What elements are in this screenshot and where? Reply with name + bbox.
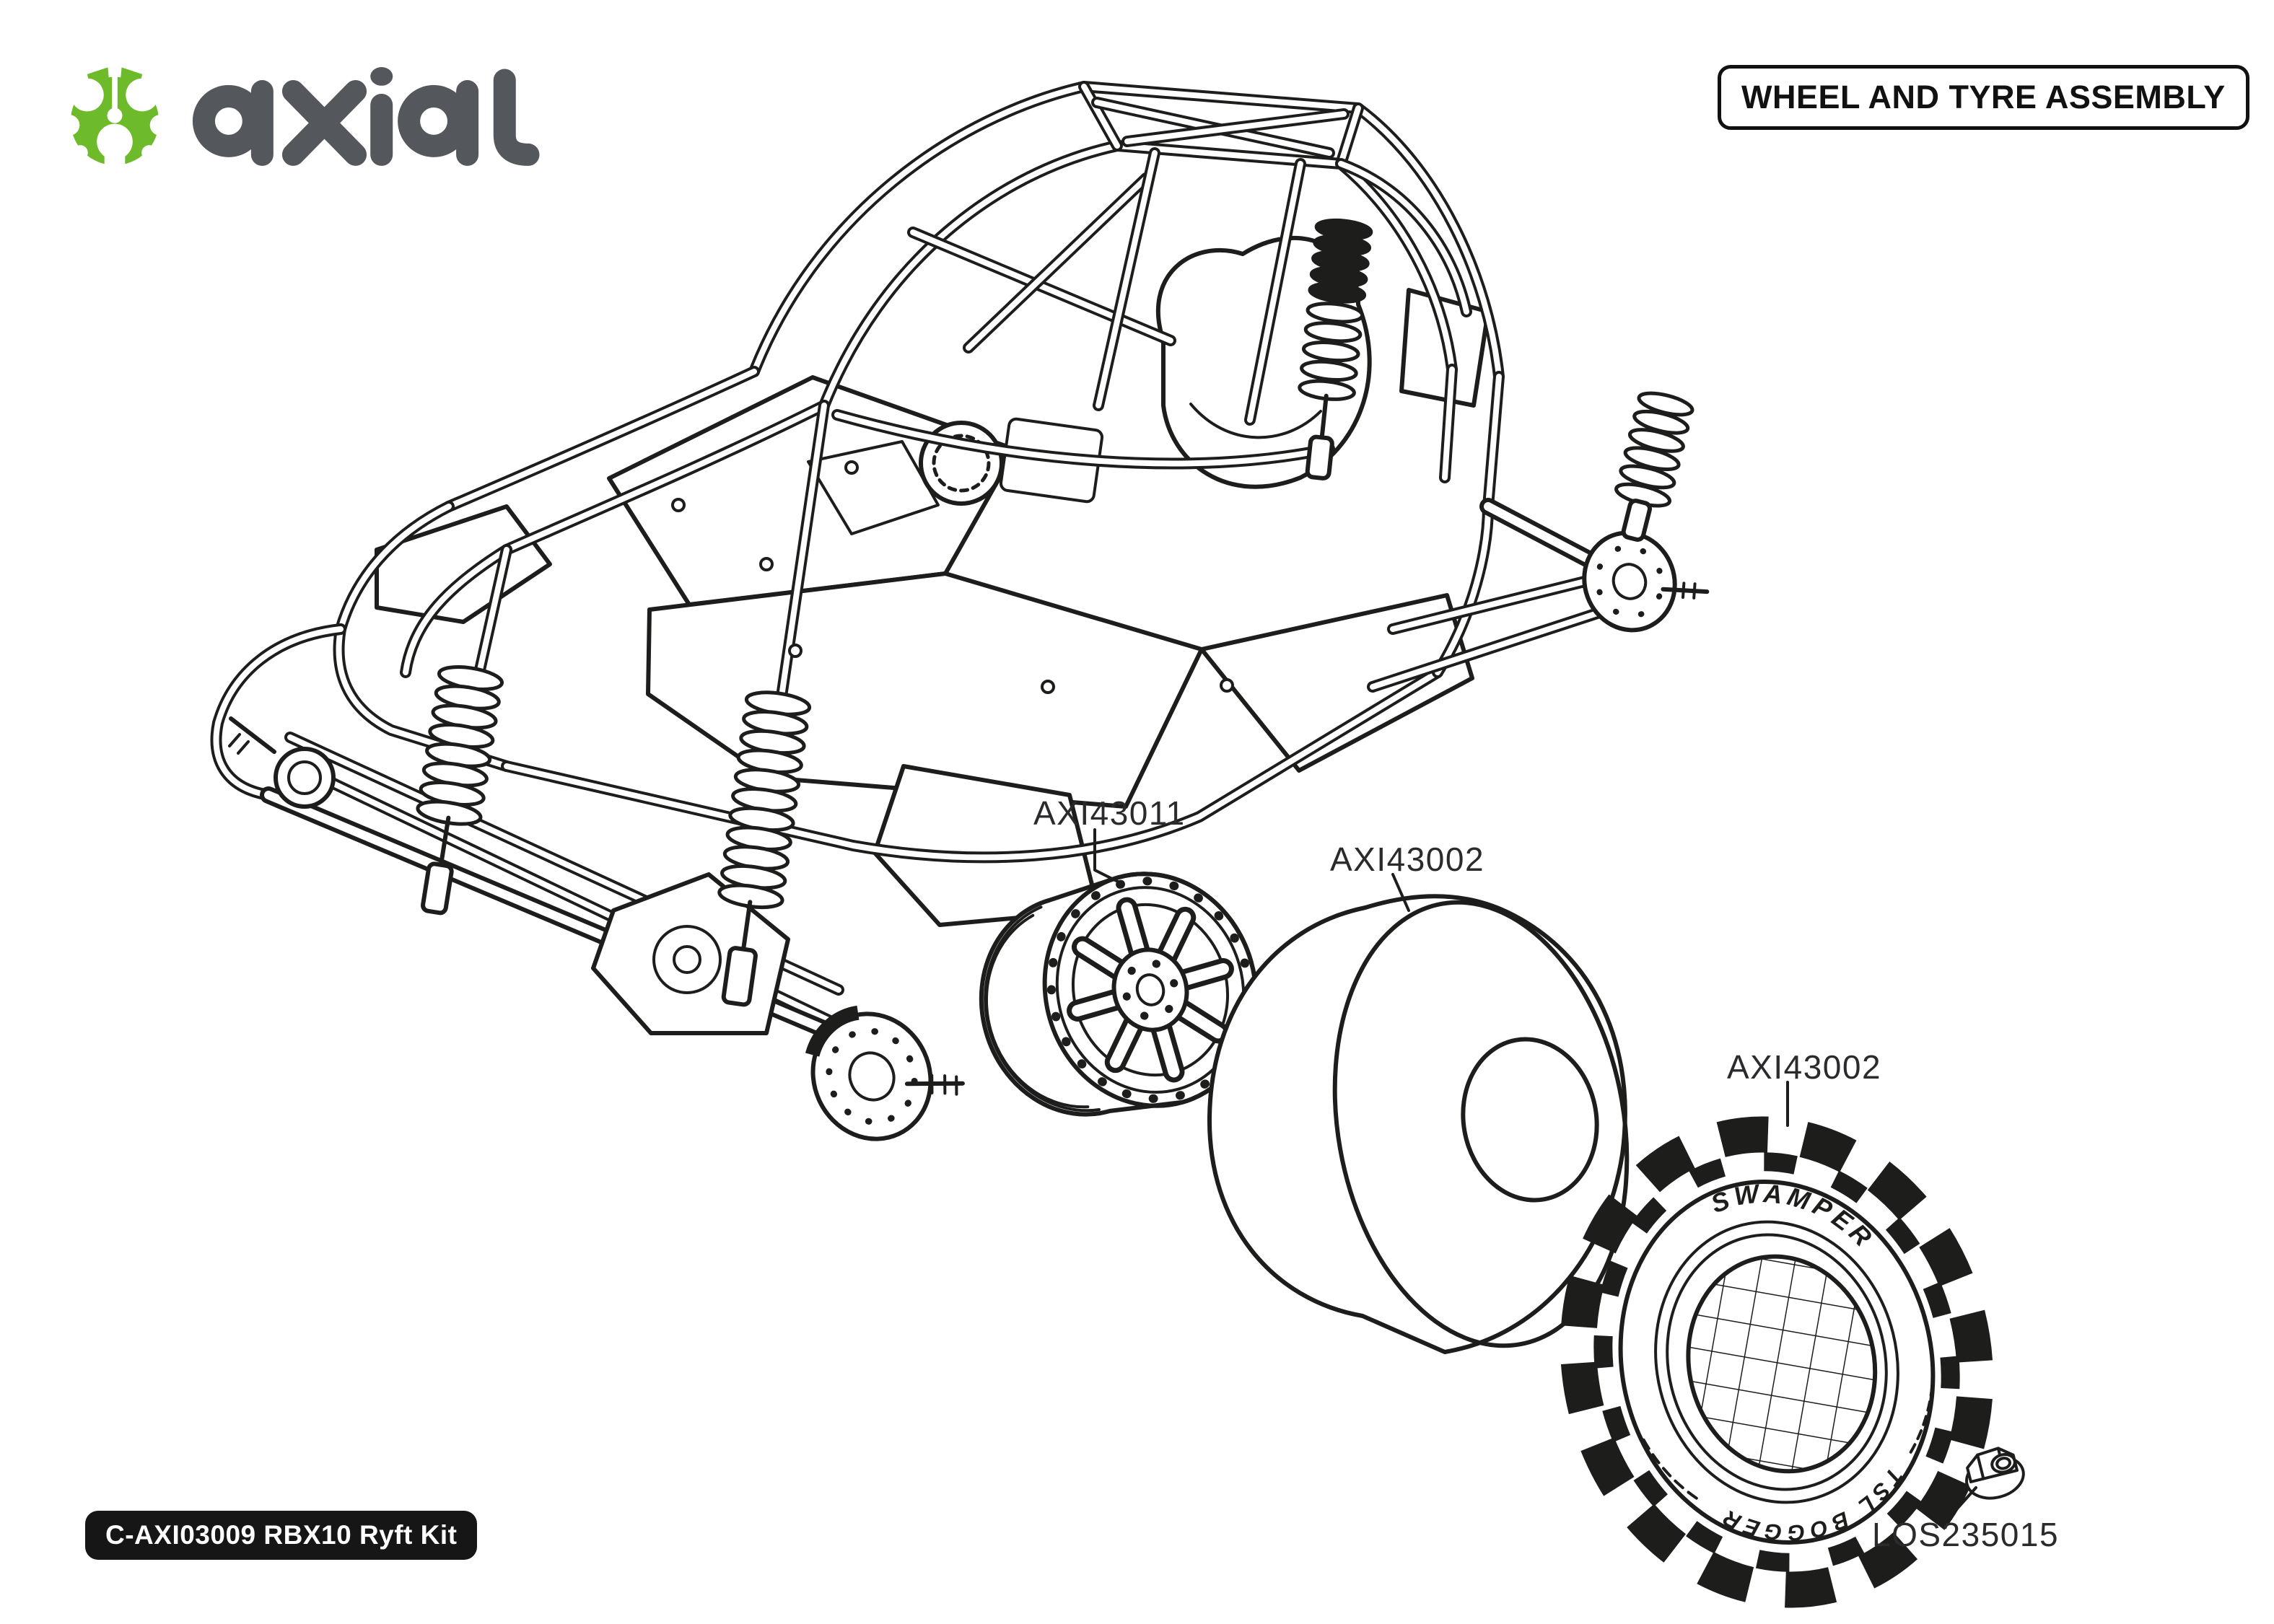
rear-right-shock xyxy=(1606,389,1694,542)
part-label-wheel: AXI43011 xyxy=(1033,794,1186,832)
leader-wheel xyxy=(1093,828,1119,883)
rear-hub xyxy=(1582,530,1710,633)
beadlock-wheel-illustration xyxy=(979,872,1259,1117)
leader-foam xyxy=(1391,873,1410,912)
page-title: WHEEL AND TYRE ASSEMBLY xyxy=(1718,65,2249,130)
front-left-shock xyxy=(402,663,503,916)
part-label-foam: AXI43002 xyxy=(1330,840,1485,878)
axial-wordmark xyxy=(192,66,540,166)
front-right-shock xyxy=(704,689,811,1007)
chassis-illustration xyxy=(217,87,1710,1141)
wheel-nut-illustration xyxy=(1965,1447,2025,1500)
part-label-tyre: AXI43002 xyxy=(1727,1048,1882,1086)
page-title-text: WHEEL AND TYRE ASSEMBLY xyxy=(1741,79,2226,115)
brand-logo xyxy=(69,66,573,169)
foam-insert-illustration xyxy=(1207,894,1630,1354)
part-label-wheel-nut: LOS235015 xyxy=(1872,1516,2060,1553)
rear-left-shock xyxy=(1290,218,1372,480)
leader-lines xyxy=(1093,828,1977,1517)
front-brake-disc xyxy=(805,1005,965,1141)
front-left-hub xyxy=(228,716,336,809)
axial-emblem-icon xyxy=(69,67,160,168)
kit-badge: C-AXI03009 RBX10 Ryft Kit xyxy=(85,1511,478,1560)
leader-nut xyxy=(1950,1486,1977,1517)
tyre-illustration: SWAMPER TSL BOGGER xyxy=(1560,1116,1993,1608)
